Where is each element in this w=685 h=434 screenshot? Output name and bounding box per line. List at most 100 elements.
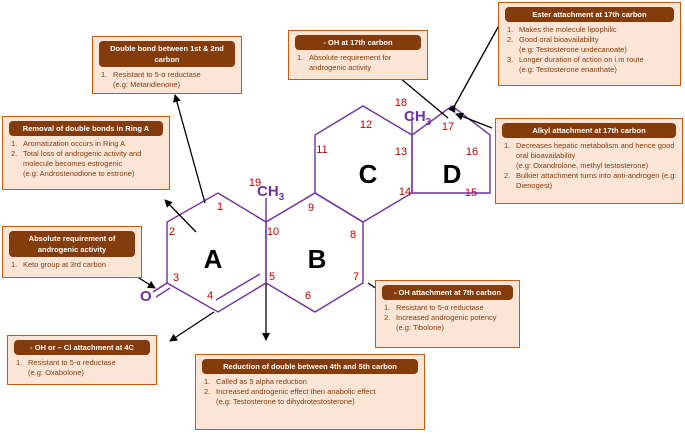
- carbon-6: 6: [305, 290, 311, 302]
- list-item: 1.Decreases hepatic metabolism and hence…: [504, 141, 678, 171]
- ch3-18-ch: CH: [404, 108, 426, 125]
- carbonyl-bond-b: [155, 287, 171, 298]
- ch3-18-sub: 3: [426, 117, 432, 128]
- list-num: 3.: [507, 55, 514, 64]
- box-ring-a-list: 1. Aromatization occurs in Ring A 2.Total…: [3, 139, 169, 181]
- list-item: 1. Resistant to 5-α reductase(e.g: Oxabol…: [16, 358, 152, 378]
- list-text: Keto group at 3rd carbon: [23, 260, 106, 269]
- list-num: 1.: [507, 25, 514, 34]
- carbon-2: 2: [169, 226, 175, 238]
- box-oh7-title: - OH attachment at 7th carbon: [382, 285, 513, 300]
- list-num: 1.: [11, 139, 18, 148]
- list-item: 1. Aromatization occurs in Ring A: [11, 139, 165, 149]
- ch3-19-ch: CH: [257, 183, 279, 200]
- list-num: 1.: [11, 260, 18, 269]
- list-num: 1.: [101, 70, 108, 79]
- ring-d-outline: [411, 105, 491, 194]
- box-double-bond-list: 1.Resistant to 5-α reductase(e.g: Metand…: [93, 70, 241, 92]
- arrow-double-bond: [173, 94, 206, 204]
- carbon-12: 12: [360, 119, 372, 131]
- box-alkyl-title: Alkyl attachment at 17th carbon: [502, 123, 676, 138]
- ch3-19-sub: 3: [279, 192, 285, 203]
- oxygen-label: O: [140, 288, 152, 305]
- box-oh4c-list: 1. Resistant to 5-α reductase(e.g: Oxabol…: [8, 358, 156, 380]
- list-num: 1.: [204, 377, 211, 386]
- carbon-numbers: 1 2 3 4 5 6 7 8 9 10 11 12 13 14 15 16 1…: [169, 97, 478, 302]
- ring-c-label: C: [359, 159, 378, 189]
- box-ester: Ester attachment at 17th carbon 1. Makes …: [498, 2, 681, 86]
- list-text: Aromatization occurs in Ring A: [23, 139, 126, 148]
- box-alkyl-list: 1.Decreases hepatic metabolism and hence…: [496, 141, 682, 193]
- carbon-4: 4: [207, 290, 213, 302]
- carbon-8: 8: [350, 229, 356, 241]
- list-text: Resistant to 5-α reductase: [113, 70, 201, 79]
- list-text: Makes the molecule lipophilic: [519, 25, 617, 34]
- list-example: (e.g: Oxabolone): [28, 368, 84, 377]
- list-example: (e.g: Testosterone to dihydrotestosteron…: [216, 397, 355, 406]
- arrow-alkyl: [455, 112, 493, 129]
- box-reduction-list: 1. Called as 5 alpha reduction 2. Increase…: [196, 377, 424, 409]
- double-bond-4-5: [215, 273, 261, 301]
- list-example: (e.g: Testosterone undecanoate): [519, 45, 627, 54]
- box-reduction: Reduction of double between 4th and 5th …: [195, 354, 425, 430]
- list-item: 2. Bulkier attachment turns into anti-and…: [504, 171, 678, 191]
- carbon-11: 11: [316, 144, 327, 156]
- box-oh17-list: 1.Absolute requirement for androgenic ac…: [289, 53, 427, 75]
- box-ring-a: Removal of double bonds in Ring A 1. Arom…: [2, 116, 170, 190]
- box-ester-title: Ester attachment at 17th carbon: [505, 7, 674, 22]
- list-text: Called as 5 alpha reduction: [216, 377, 307, 386]
- box-double-bond: Double bond between 1st & 2nd carbon 1. R…: [92, 36, 242, 94]
- box-keto-title: Absolute requirement of androgenic activ…: [9, 231, 135, 257]
- list-item: 1.Resistant to 5-α reductase: [384, 303, 515, 313]
- carbon-1: 1: [217, 201, 223, 213]
- box-ester-list: 1.Makes the molecule lipophilic 2.Good o…: [499, 25, 680, 77]
- carbon-14: 14: [399, 186, 411, 198]
- carbon-17: 17: [442, 121, 454, 133]
- carbon-7: 7: [353, 271, 359, 283]
- list-example: (e.g: Androstenodione to estrone): [23, 169, 135, 178]
- list-text: Resistant to 5-α reductase: [28, 358, 116, 367]
- carbon-10: 10: [267, 226, 279, 238]
- ring-b-label: B: [308, 244, 327, 274]
- list-num: 2.: [384, 313, 391, 322]
- list-item: 1. Called as 5 alpha reduction: [204, 377, 420, 387]
- list-example: (e.g: Tibolone): [396, 323, 444, 332]
- list-item: 2.Total loss of androgenic activity and …: [11, 149, 165, 179]
- list-text: Increased androgenic effect then anaboli…: [216, 387, 376, 396]
- carbon-19: 19: [249, 177, 261, 189]
- list-num: 1.: [297, 53, 304, 62]
- list-item: 2. Increased androgenic effect then anabo…: [204, 387, 420, 407]
- list-num: 2.: [504, 171, 511, 180]
- carbon-3: 3: [173, 272, 179, 284]
- ring-a-label: A: [204, 244, 223, 274]
- carbon-16: 16: [466, 146, 478, 158]
- list-text: Increased androgenic potency: [396, 313, 497, 322]
- box-oh7: - OH attachment at 7th carbon 1.Resistan…: [375, 280, 520, 348]
- list-item: 1. Makes the molecule lipophilic: [507, 25, 676, 35]
- substituents: O CH3 CH3: [140, 108, 432, 305]
- carbonyl-bond-a: [152, 282, 168, 293]
- ring-bonds: [152, 105, 491, 313]
- carbon-9: 9: [308, 202, 314, 214]
- ring-labels: A B C D: [204, 159, 462, 274]
- box-oh17-title: - OH at 17th carbon: [295, 35, 421, 50]
- box-oh17: - OH at 17th carbon 1.Absolute requireme…: [288, 30, 428, 80]
- list-text: Good oral bioavailability: [519, 35, 599, 44]
- ring-d-label: D: [443, 159, 462, 189]
- list-text: Decreases hepatic metabolism and hence g…: [516, 141, 675, 160]
- list-num: 2.: [204, 387, 211, 396]
- box-alkyl: Alkyl attachment at 17th carbon 1.Decrea…: [495, 118, 683, 204]
- box-ring-a-title: Removal of double bonds in Ring A: [9, 121, 163, 136]
- list-text: Bulkier attachment turns into anti-andro…: [516, 171, 677, 190]
- arrow-oh4c: [169, 311, 215, 342]
- list-num: 1.: [16, 358, 23, 367]
- box-double-bond-title: Double bond between 1st & 2nd carbon: [99, 41, 235, 67]
- list-example: (e.g: Testosterone enanthate): [519, 65, 617, 74]
- box-oh4c: - OH or – Cl attachment at 4C 1.Resistan…: [7, 335, 157, 385]
- carbon-18: 18: [395, 97, 407, 109]
- arrow-ring-a: [164, 199, 197, 233]
- box-keto: Absolute requirement of androgenic activ…: [2, 226, 142, 278]
- ch3-18-label: CH3: [404, 108, 432, 128]
- box-keto-list: 1. Keto group at 3rd carbon: [3, 260, 141, 272]
